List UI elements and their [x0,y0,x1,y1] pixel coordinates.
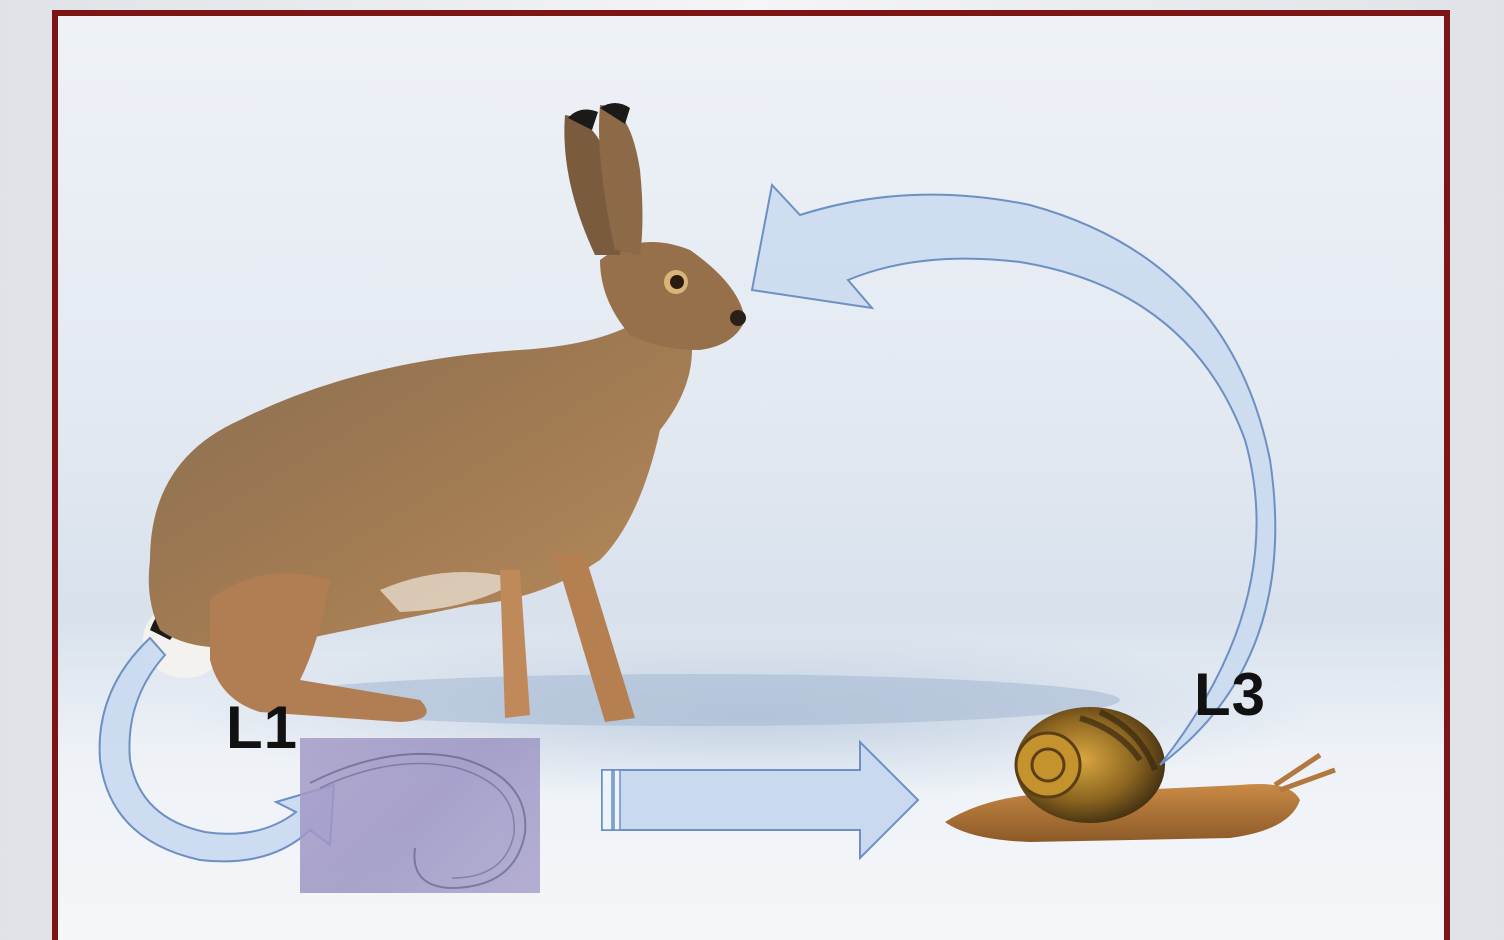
snail-icon [945,707,1335,842]
stage-label-l1: L1 [226,698,298,758]
hare-icon [143,103,746,722]
straight-arrow-icon [602,742,918,858]
larva-micrograph [300,738,540,893]
larva-icon [300,738,540,893]
stage-label-l3: L3 [1194,665,1266,725]
